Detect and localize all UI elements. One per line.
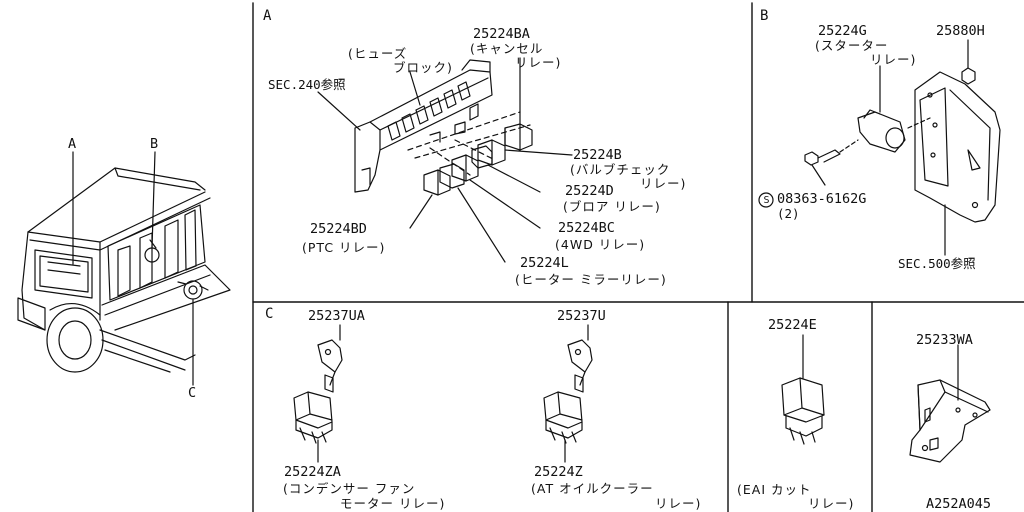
bolt-standard-symbol: S [763,195,770,206]
part-number-25224za: 25224ZA [284,464,341,480]
part-number-25880h: 25880H [936,23,985,39]
part-number-25237u: 25237U [557,308,606,324]
part-desc-25224za-line1: (コンデンサー ファン [283,481,416,496]
condenser-fan-relay-illustration [293,324,343,463]
part-desc-25224bc: (4WD リレー) [555,237,646,252]
part-number-25224b: 25224B [573,147,622,163]
part-number-25233wa: 25233WA [916,332,973,348]
bracket-sec-ref: SEC.500参照 [898,256,976,271]
part-number-25237ua: 25237UA [308,308,365,324]
overview-callout-c: C [188,385,197,401]
part-number-25224e: 25224E [768,317,817,333]
part-desc-25224z-line1: (AT オイルクーラー [531,481,654,496]
part-number-25224bd: 25224BD [310,221,367,237]
part-desc-25224bd: (PTC リレー) [302,240,386,255]
section-label-b: B [760,8,769,24]
part-desc-25224l: (ヒーター ミラーリレー) [515,272,667,287]
part-desc-25224e-line2: リレー) [808,496,855,511]
part-desc-25224ba-line1: (キャンセル [470,41,544,56]
relay-cluster-illustration [317,57,573,263]
bolt-quantity: (2) [777,206,800,221]
part-number-25224d: 25224D [565,183,614,199]
eai-cut-relay-illustration [781,334,825,445]
panel-dividers [252,2,1024,512]
at-oil-cooler-relay-illustration [543,324,593,463]
fuse-block-sec-ref: SEC.240参照 [268,77,346,92]
fuse-block-label-line1: (ヒューズ [348,46,408,61]
part-number-08363-6162g: 08363-6162G [777,191,867,207]
section-label-a: A [263,8,272,24]
section-label-c: C [265,306,274,322]
overview-callout-b: B [150,136,159,152]
part-number-25224ba: 25224BA [473,26,530,42]
part-desc-25224e-line1: (EAI カット [737,482,812,497]
part-desc-25224d: (ブロア リレー) [563,199,661,214]
diagram-code: A252A045 [926,496,992,512]
part-number-25224bc: 25224BC [558,220,615,236]
relay-bracket-illustration [909,344,991,463]
truck-overview-illustration [17,151,231,386]
starter-relay-illustration [758,39,1001,256]
overview-callout-a: A [68,136,77,152]
part-desc-25224g-line1: (スターター [815,38,889,53]
part-desc-25224b-line1: (バルブチェック [570,162,671,177]
part-number-25224g: 25224G [818,23,867,39]
part-desc-25224z-line2: リレー) [655,496,702,511]
fuse-block-illustration [354,59,493,193]
part-number-25224z: 25224Z [534,464,583,480]
part-desc-25224g-line2: リレー) [870,52,917,67]
part-desc-25224b-line2: リレー) [640,176,687,191]
fuse-block-label-line2: ブロック) [393,60,453,75]
part-number-25224l: 25224L [520,255,569,271]
part-desc-25224za-line2: モーター リレー) [340,496,446,511]
part-desc-25224ba-line2: リレー) [515,55,562,70]
